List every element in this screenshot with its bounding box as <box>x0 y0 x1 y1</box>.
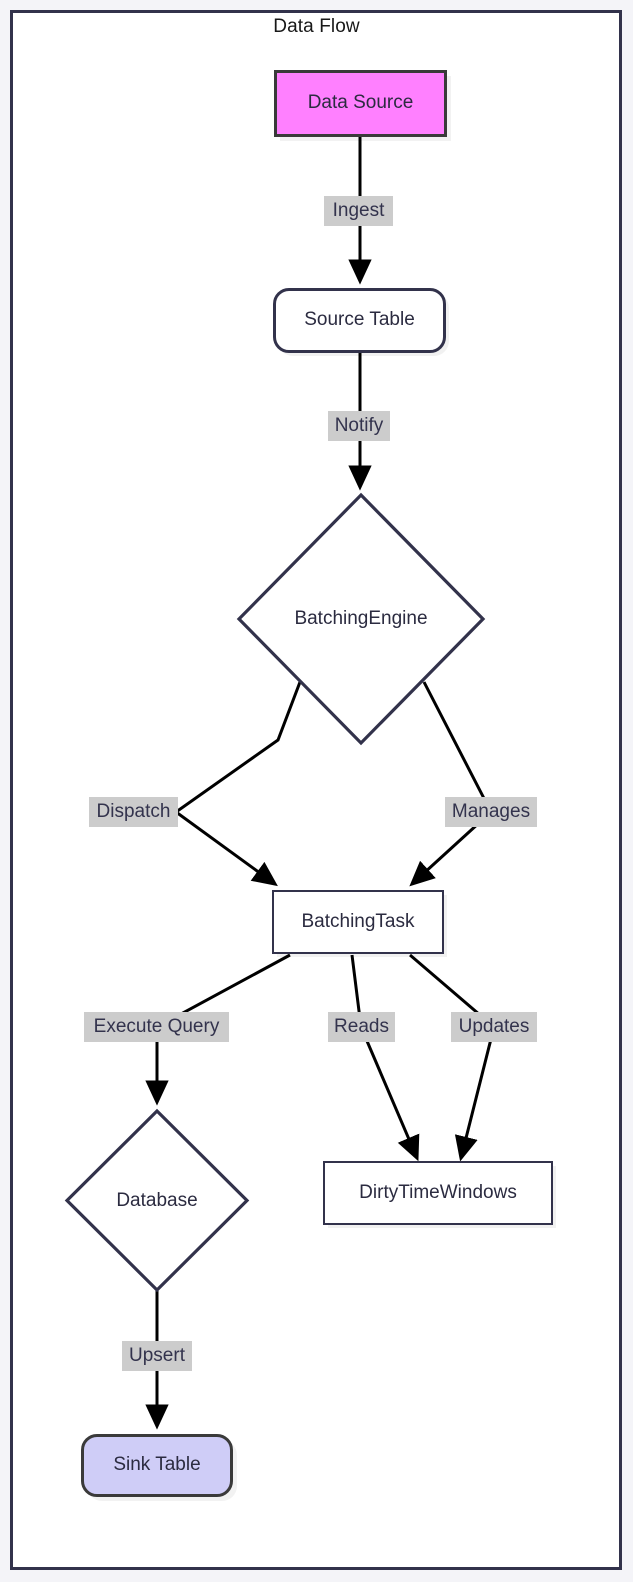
node-batching-engine[interactable]: BatchingEngine <box>236 492 486 746</box>
node-label: Sink Table <box>113 1454 201 1476</box>
node-sink-table[interactable]: Sink Table <box>81 1434 233 1497</box>
edge-label-upsert: Upsert <box>122 1341 192 1371</box>
edge-label-notify: Notify <box>328 411 390 441</box>
node-dirty-time-windows[interactable]: DirtyTimeWindows <box>323 1161 553 1225</box>
node-batching-task[interactable]: BatchingTask <box>272 890 444 954</box>
edge-label-reads: Reads <box>328 1012 395 1042</box>
edge-label-manages: Manages <box>445 797 537 827</box>
edge-label-ingest: Ingest <box>324 196 393 226</box>
node-data-source[interactable]: Data Source <box>274 70 447 137</box>
diagram-frame <box>10 10 622 1570</box>
edge-label-updates: Updates <box>451 1012 537 1042</box>
node-label: BatchingTask <box>301 910 415 932</box>
node-label: BatchingEngine <box>294 608 428 629</box>
edge-label-dispatch: Dispatch <box>89 797 178 827</box>
diamond-shape <box>64 1108 250 1293</box>
node-source-table[interactable]: Source Table <box>273 288 446 353</box>
node-label: Database <box>116 1189 198 1211</box>
node-label: Source Table <box>304 309 415 331</box>
node-label: DirtyTimeWindows <box>359 1181 517 1203</box>
diagram-title: Data Flow <box>273 16 360 37</box>
edge-label-execute-query: Execute Query <box>84 1012 229 1042</box>
node-label: Data Source <box>307 92 414 114</box>
node-database[interactable]: Database <box>64 1108 250 1293</box>
diamond-shape <box>236 492 486 746</box>
